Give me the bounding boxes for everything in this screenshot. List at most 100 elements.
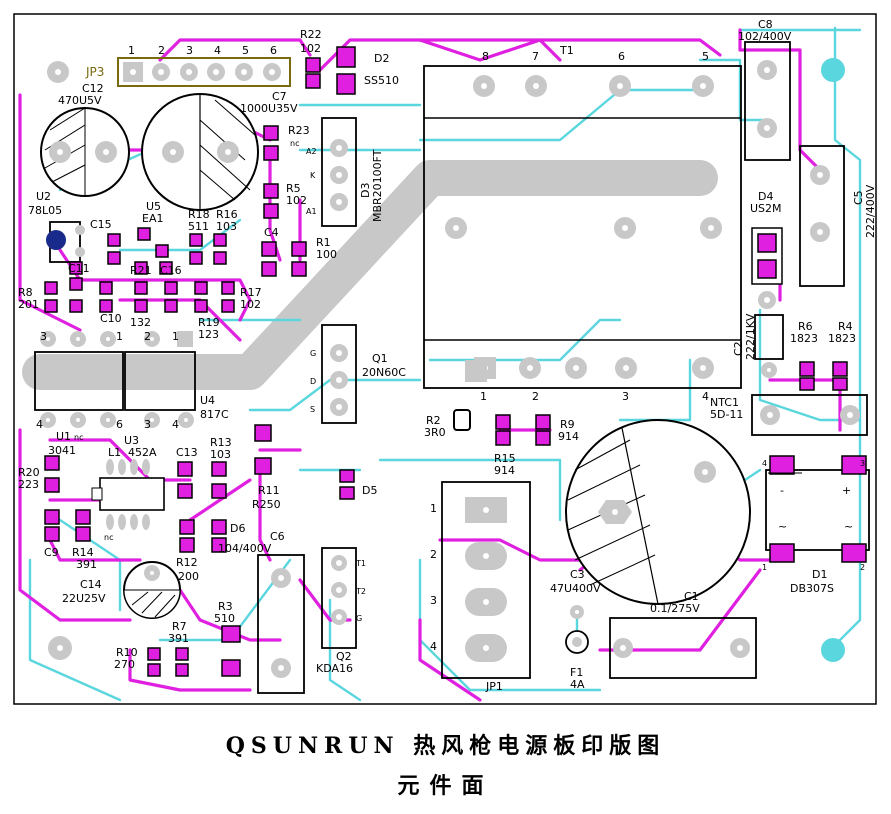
svg-text:SS510: SS510 — [364, 74, 399, 87]
svg-text:R23: R23 — [288, 124, 310, 137]
svg-text:C8: C8 — [758, 18, 773, 31]
svg-text:C2: C2 — [732, 341, 745, 356]
svg-text:R250: R250 — [252, 498, 281, 511]
mounting-holes — [48, 58, 845, 662]
svg-text:102: 102 — [286, 194, 307, 207]
capacitor-c3 — [565, 419, 751, 605]
svg-text:D5: D5 — [362, 484, 377, 497]
svg-text:R22: R22 — [300, 28, 322, 41]
svg-text:C5: C5 — [852, 190, 865, 205]
svg-text:R10: R10 — [116, 646, 138, 659]
svg-text:R6: R6 — [798, 320, 813, 333]
svg-text:G: G — [356, 614, 362, 623]
svg-text:1: 1 — [480, 390, 487, 403]
svg-text:nc: nc — [104, 533, 113, 542]
svg-text:EA1: EA1 — [142, 212, 163, 225]
board-subtitle: 元件面 — [397, 773, 494, 799]
svg-text:20N60C: 20N60C — [362, 366, 406, 379]
svg-text:C15: C15 — [90, 218, 112, 231]
svg-text:3: 3 — [40, 330, 47, 343]
svg-text:223: 223 — [18, 478, 39, 491]
svg-text:Q2: Q2 — [336, 650, 352, 663]
svg-text:R9: R9 — [560, 418, 575, 431]
svg-text:+: + — [842, 484, 851, 497]
svg-text:7: 7 — [532, 50, 539, 63]
svg-text:S: S — [310, 405, 315, 414]
svg-text:1: 1 — [762, 563, 767, 572]
svg-text:R8: R8 — [18, 286, 33, 299]
silkscreen-labels: JP3 1 2 3 4 5 6 R22 102 D2 SS510 8 7 T1 … — [18, 18, 877, 693]
svg-text:102/400V: 102/400V — [738, 30, 792, 43]
capacitor-c12 — [40, 107, 130, 197]
svg-text:NTC1: NTC1 — [710, 396, 739, 409]
svg-text:D6: D6 — [230, 522, 245, 535]
optocoupler-u1 — [34, 331, 124, 428]
svg-text:1823: 1823 — [790, 332, 818, 345]
svg-text:104/400V: 104/400V — [218, 542, 272, 555]
svg-text:U5: U5 — [146, 200, 161, 213]
diode-d3 — [321, 117, 357, 227]
diode-d4 — [751, 227, 783, 309]
svg-text:R12: R12 — [176, 556, 198, 569]
ic-u3 — [91, 459, 165, 530]
svg-text:C12: C12 — [82, 82, 104, 95]
svg-text:DB307S: DB307S — [790, 582, 834, 595]
capacitor-c1 — [609, 617, 757, 679]
transformer-t1 — [423, 65, 742, 389]
svg-text:JP1: JP1 — [485, 680, 503, 693]
svg-text:nc: nc — [290, 139, 299, 148]
svg-text:4: 4 — [702, 390, 709, 403]
svg-text:C11: C11 — [68, 262, 90, 275]
svg-text:R2: R2 — [426, 414, 441, 427]
svg-text:2: 2 — [144, 330, 151, 343]
svg-text:C9: C9 — [44, 546, 59, 559]
svg-text:201: 201 — [18, 298, 39, 311]
svg-text:R11: R11 — [258, 484, 280, 497]
svg-text:511: 511 — [188, 220, 209, 233]
svg-text:D: D — [310, 377, 316, 386]
svg-text:1000U35V: 1000U35V — [240, 102, 298, 115]
svg-text:2: 2 — [430, 548, 437, 561]
svg-text:F1: F1 — [570, 666, 583, 679]
svg-text:A1: A1 — [306, 207, 317, 216]
svg-text:R17: R17 — [240, 286, 262, 299]
svg-text:D2: D2 — [374, 52, 389, 65]
svg-text:JP3: JP3 — [85, 65, 104, 79]
svg-text:4: 4 — [172, 418, 179, 431]
svg-text:KDA16: KDA16 — [316, 662, 353, 675]
svg-text:1: 1 — [172, 330, 179, 343]
svg-text:U2: U2 — [36, 190, 51, 203]
svg-text:132: 132 — [130, 316, 151, 329]
svg-text:C1: C1 — [684, 590, 699, 603]
svg-text:3: 3 — [186, 44, 193, 57]
capacitor-c7 — [141, 93, 259, 211]
capacitor-c5 — [799, 145, 845, 287]
svg-text:C10: C10 — [100, 312, 122, 325]
smd-components — [44, 46, 848, 677]
svg-text:-: - — [780, 484, 784, 497]
svg-text:0.1/275V: 0.1/275V — [650, 602, 700, 615]
svg-text:R1: R1 — [316, 236, 331, 249]
svg-text:100: 100 — [316, 248, 337, 261]
svg-text:510: 510 — [214, 612, 235, 625]
svg-text:~: ~ — [844, 520, 853, 533]
svg-text:U3: U3 — [124, 434, 139, 447]
svg-text:R20: R20 — [18, 466, 40, 479]
svg-text:8: 8 — [482, 50, 489, 63]
svg-text:R13: R13 — [210, 436, 232, 449]
svg-text:A2: A2 — [306, 147, 317, 156]
triac-q2 — [321, 547, 357, 649]
svg-text:R5: R5 — [286, 182, 301, 195]
svg-text:D3: D3 — [359, 183, 372, 198]
svg-text:R14: R14 — [72, 546, 94, 559]
svg-text:5D-11: 5D-11 — [710, 408, 743, 421]
svg-text:C6: C6 — [270, 530, 285, 543]
regulator-u2 — [46, 221, 85, 263]
svg-text:452A: 452A — [128, 446, 157, 459]
svg-text:C4: C4 — [264, 226, 279, 239]
svg-text:U4: U4 — [200, 394, 215, 407]
optocoupler-u4 — [124, 331, 196, 428]
svg-text:C14: C14 — [80, 578, 102, 591]
svg-text:3: 3 — [622, 390, 629, 403]
